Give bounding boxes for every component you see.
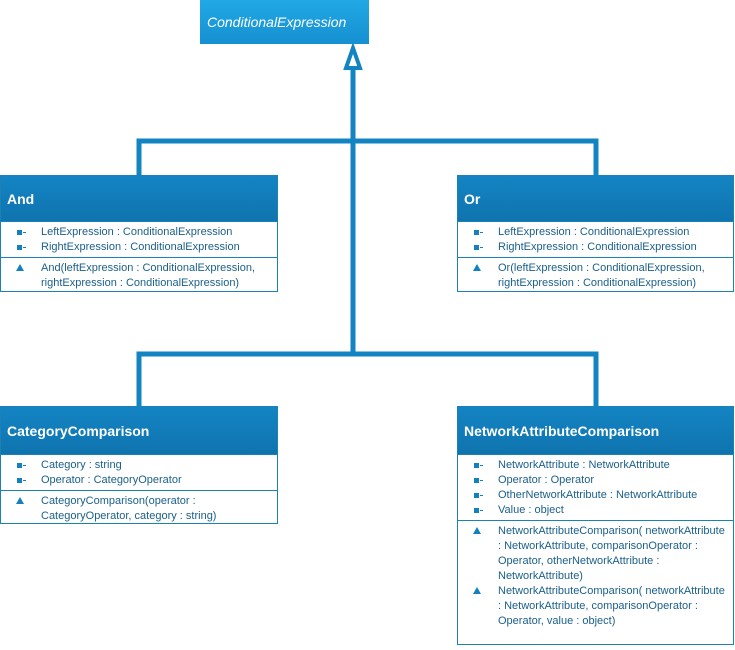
field-icon [472, 240, 488, 255]
class-name: And [7, 190, 35, 207]
methods-section: CategoryComparison(operator : CategoryOp… [1, 490, 277, 526]
class-name: CategoryComparison [7, 422, 150, 439]
class-header: CategoryComparison [1, 407, 277, 454]
generalization-arrowhead [343, 41, 363, 70]
field-icon [15, 225, 31, 240]
class-or[interactable]: Or LeftExpression : ConditionalExpressio… [457, 175, 734, 292]
class-name: NetworkAttributeComparison [464, 422, 660, 439]
class-networkattributecomparison[interactable]: NetworkAttributeComparison NetworkAttrib… [457, 406, 734, 645]
fields-section: NetworkAttribute : NetworkAttribute Oper… [458, 454, 733, 520]
methods-section: And(leftExpression : ConditionalExpressi… [1, 257, 277, 293]
method-row: Or(leftExpression : ConditionalExpressio… [458, 261, 733, 291]
field-icon [15, 473, 31, 488]
field-icon [472, 458, 488, 473]
class-categorycomparison[interactable]: CategoryComparison Category : string Ope… [0, 406, 278, 524]
method-icon [15, 494, 31, 509]
fields-section: LeftExpression : ConditionalExpression R… [458, 221, 733, 257]
field-icon [15, 240, 31, 255]
lower-branch-line [136, 351, 599, 407]
field-icon [15, 458, 31, 473]
methods-section: NetworkAttributeComparison( networkAttri… [458, 520, 733, 631]
upper-branch-line [136, 138, 599, 176]
fields-section: LeftExpression : ConditionalExpression R… [1, 221, 277, 257]
methods-section: Or(leftExpression : ConditionalExpressio… [458, 257, 733, 293]
class-name: ConditionalExpression [207, 14, 347, 30]
class-conditionalexpression[interactable]: ConditionalExpression [200, 0, 369, 44]
class-header: And [1, 176, 277, 221]
field-icon [472, 473, 488, 488]
field-row: LeftExpression : ConditionalExpression [458, 225, 733, 240]
field-row: OtherNetworkAttribute : NetworkAttribute [458, 488, 733, 503]
field-icon [472, 503, 488, 518]
class-header: Or [458, 176, 733, 221]
field-row: Operator : CategoryOperator [1, 473, 277, 488]
field-row: RightExpression : ConditionalExpression [458, 240, 733, 255]
method-icon [472, 584, 488, 599]
field-row: RightExpression : ConditionalExpression [1, 240, 277, 255]
field-icon [472, 488, 488, 503]
class-header: NetworkAttributeComparison [458, 407, 733, 454]
field-icon [472, 225, 488, 240]
class-and[interactable]: And LeftExpression : ConditionalExpressi… [0, 175, 278, 292]
method-row: NetworkAttributeComparison( networkAttri… [458, 524, 733, 584]
method-icon [472, 261, 488, 276]
class-name: Or [464, 190, 481, 207]
field-row: Category : string [1, 458, 277, 473]
method-icon [15, 261, 31, 276]
field-row: LeftExpression : ConditionalExpression [1, 225, 277, 240]
fields-section: Category : string Operator : CategoryOpe… [1, 454, 277, 490]
method-row: CategoryComparison(operator : CategoryOp… [1, 494, 277, 524]
field-row: Value : object [458, 503, 733, 518]
field-row: Operator : Operator [458, 473, 733, 488]
method-row: And(leftExpression : ConditionalExpressi… [1, 261, 277, 291]
method-row: NetworkAttributeComparison( networkAttri… [458, 584, 733, 629]
method-icon [472, 524, 488, 539]
field-row: NetworkAttribute : NetworkAttribute [458, 458, 733, 473]
